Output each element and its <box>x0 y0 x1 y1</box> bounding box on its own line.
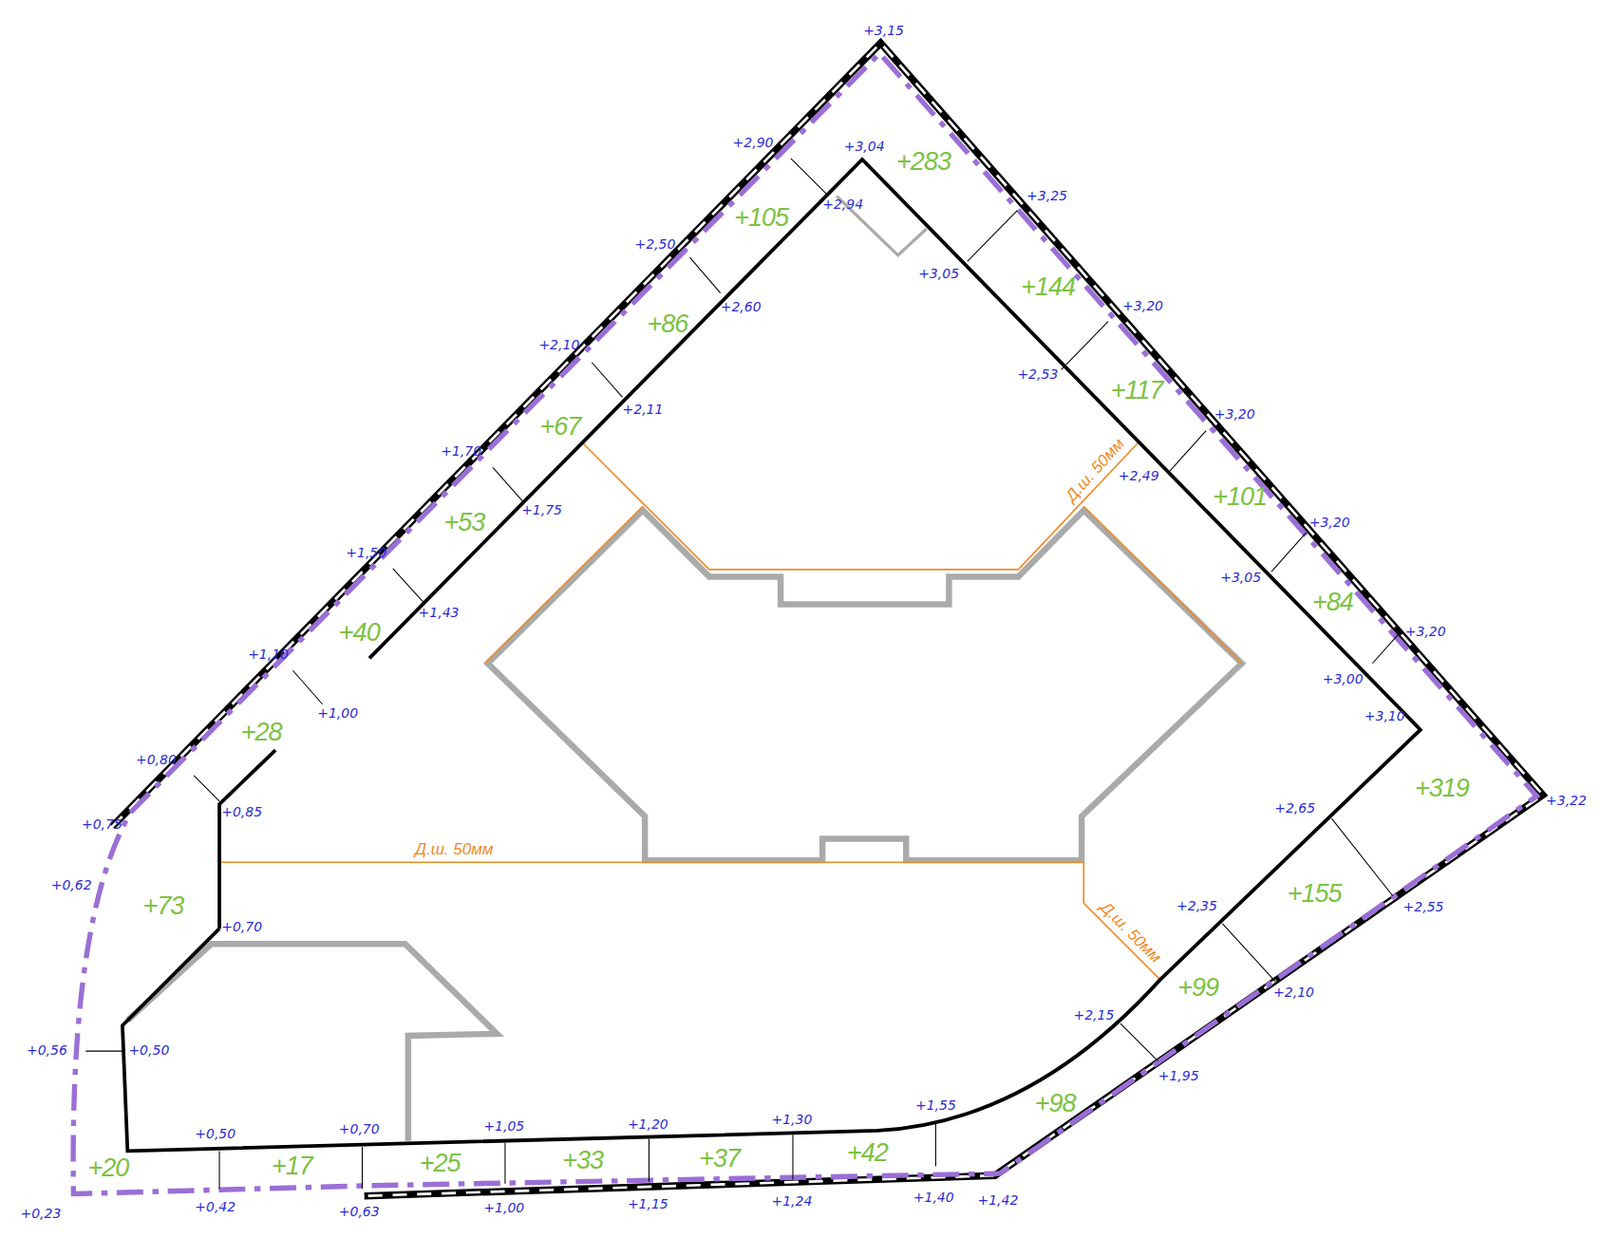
area-value: +67 <box>540 414 582 440</box>
area-value: +101 <box>1212 484 1267 510</box>
elevation-mark: +1,00 <box>483 1201 525 1215</box>
drain-note: Д.ш. 50мм <box>413 841 495 858</box>
area-value: +117 <box>1110 376 1164 403</box>
elevation-mark: +1,10 <box>247 647 289 661</box>
drain-note: Д.ш. 50мм <box>1095 898 1166 968</box>
elevation-mark: +2,15 <box>1072 1008 1114 1022</box>
elevation-mark: +3,00 <box>1322 672 1364 686</box>
area-value: +40 <box>338 620 380 646</box>
elevation-mark: +3,20 <box>1214 407 1256 421</box>
elevation-mark: +1,50 <box>345 545 387 560</box>
area-value: +42 <box>847 1140 888 1167</box>
elevation-mark: +0,50 <box>194 1127 236 1141</box>
elevation-mark: +1,43 <box>418 605 460 620</box>
elevation-mark: +0,80 <box>135 752 177 767</box>
elevation-mark: +1,20 <box>627 1117 669 1131</box>
elevation-mark: +0,85 <box>221 805 263 819</box>
elevation-mark: +1,70 <box>440 444 482 458</box>
elevation-mark: +0,42 <box>194 1200 236 1214</box>
elevation-mark: +2,50 <box>634 237 676 251</box>
elevation-mark: +3,22 <box>1545 793 1587 808</box>
elevation-mark: +2,49 <box>1118 469 1160 483</box>
elevation-mark: +0,63 <box>338 1204 380 1219</box>
elevation-mark: +1,95 <box>1158 1069 1200 1083</box>
area-value: +98 <box>1035 1090 1076 1116</box>
area-value: +319 <box>1414 774 1469 801</box>
elevation-mark: +1,15 <box>627 1197 669 1211</box>
elevation-mark: +1,24 <box>771 1194 812 1208</box>
elevation-mark: +3,25 <box>1026 188 1068 203</box>
area-value: +105 <box>734 204 789 230</box>
elevation-mark: +3,15 <box>863 23 904 38</box>
area-value: +84 <box>1312 589 1354 616</box>
elevation-mark: +2,65 <box>1274 801 1316 815</box>
elevation-mark: +2,53 <box>1016 367 1058 381</box>
elevation-mark: +2,10 <box>1273 985 1315 999</box>
elevation-mark: +0,56 <box>26 1043 68 1057</box>
elevation-mark: +1,30 <box>771 1112 812 1127</box>
area-value: +53 <box>444 509 486 536</box>
area-value: +144 <box>1020 273 1075 300</box>
elevation-mark: +0,50 <box>128 1043 170 1057</box>
area-value: +28 <box>241 718 283 745</box>
elevation-mark: +1,05 <box>483 1119 525 1133</box>
drain-note: Д.ш. 50мм <box>1061 434 1129 508</box>
area-value: +20 <box>88 1155 130 1182</box>
elevation-mark: +3,04 <box>844 139 885 153</box>
area-value: +37 <box>698 1145 740 1171</box>
elevation-mark: +3,20 <box>1309 515 1351 529</box>
area-value: +86 <box>646 310 688 337</box>
elevation-mark: +2,90 <box>733 135 774 150</box>
area-value: +155 <box>1287 881 1342 907</box>
elevation-mark: +3,05 <box>918 266 960 281</box>
elevation-mark: +3,05 <box>1220 570 1262 584</box>
elevation-mark: +1,75 <box>521 503 563 517</box>
elevation-mark: +1,40 <box>913 1190 955 1205</box>
area-value: +73 <box>143 893 185 920</box>
elevation-mark: +2,10 <box>538 338 580 352</box>
elevation-mark: +0,23 <box>19 1206 61 1221</box>
elevation-mark: +0,70 <box>221 920 263 934</box>
area-value: +25 <box>419 1150 461 1177</box>
elevation-mark: +2,94 <box>822 197 864 211</box>
elevation-mark: +0,62 <box>51 878 93 892</box>
elevation-mark: +2,60 <box>720 300 762 314</box>
elevation-mark: +1,00 <box>317 706 358 720</box>
elevation-mark: +1,42 <box>977 1193 1018 1207</box>
area-value: +99 <box>1177 975 1219 1001</box>
elevation-mark: +2,55 <box>1403 900 1445 914</box>
elevation-mark: +2,35 <box>1176 899 1218 913</box>
elevation-mark: +0,75 <box>81 817 123 831</box>
elevation-mark: +2,11 <box>622 402 664 416</box>
elevation-mark: +3,20 <box>1405 624 1447 639</box>
elevation-mark: +1,55 <box>915 1098 957 1112</box>
elevation-mark: +0,70 <box>338 1122 380 1136</box>
elevation-mark: +3,10 <box>1364 709 1406 723</box>
area-value: +283 <box>896 148 951 174</box>
area-value: +17 <box>271 1153 313 1180</box>
elevation-mark: +3,20 <box>1122 299 1164 313</box>
area-value: +33 <box>562 1147 603 1173</box>
